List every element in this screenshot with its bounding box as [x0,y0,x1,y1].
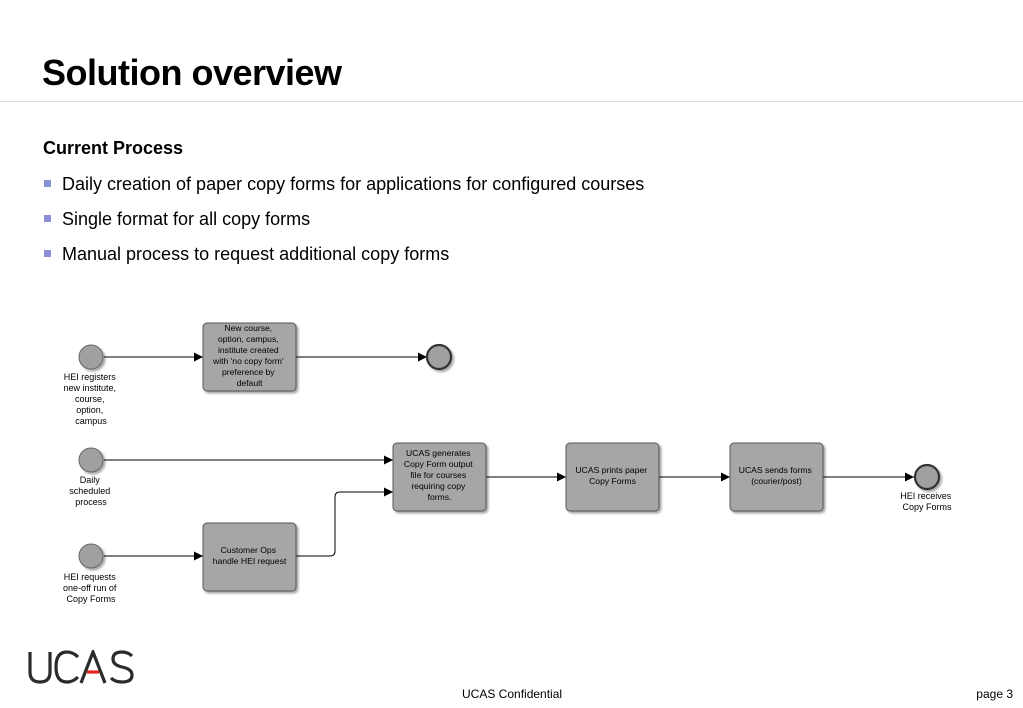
bullet-list: Daily creation of paper copy forms for a… [43,172,644,277]
event-label-line: Copy Forms [66,594,116,604]
footer-confidential: UCAS Confidential [462,687,563,701]
task-label-line: file for courses [410,470,466,480]
task-label-line: UCAS prints paper [575,465,647,475]
event-label-line: process [75,497,107,507]
page-number: page 3 [976,687,1013,701]
task-ucas-sends: UCAS sends forms (courier/post) [729,442,824,512]
bullet-marker-icon [44,250,51,257]
event-label-line: scheduled [69,486,110,496]
section-heading: Current Process [43,138,184,158]
svg-text:HEI requests one-off run: HEI requests one-off run of Copy Forms [63,572,119,604]
task-new-course-created: New course, option, campus, institute cr… [202,322,297,392]
ucas-logo [28,650,134,684]
svg-text:UCAS generates Copy Form: UCAS generates Copy Form output file for… [404,448,475,502]
connectors [104,352,914,561]
task-label-line: Customer Ops [221,545,276,555]
task-label-line: forms. [428,492,452,502]
task-ucas-prints: UCAS prints paper Copy Forms [565,442,660,512]
start-event-hei-requests: HEI requests one-off run of Copy Forms [63,543,119,604]
task-ucas-generates: UCAS generates Copy Form output file for… [392,442,487,512]
svg-text:UCAS prints paper Copy F: UCAS prints paper Copy Forms [575,465,649,486]
bullet-marker-icon [44,215,51,222]
bullet-item: Single format for all copy forms [43,207,644,242]
event-label-line: option, [76,405,103,415]
bullet-text: Daily creation of paper copy forms for a… [62,174,645,194]
event-label-line: campus [75,416,107,426]
task-label-line: New course, [224,323,272,333]
task-label-line: institute created [218,345,279,355]
bullet-text: Single format for all copy forms [62,209,311,229]
event-label-line: course, [75,394,105,404]
svg-text:New course, option, camp: New course, option, campus, institute cr… [212,323,286,388]
event-label-line: HEI requests [64,572,117,582]
process-flow-diagram: HEI registers new institute, course, opt… [63,322,954,604]
bullet-item: Manual process to request additional cop… [43,242,644,277]
bullet-marker-icon [44,180,51,187]
event-label-line: Copy Forms [902,502,952,512]
svg-text:HEI registers new instit: HEI registers new institute, course, opt… [63,372,118,426]
event-label-line: one-off run of [63,583,117,593]
task-label-line: preference by [222,367,275,377]
start-event-hei-registers: HEI registers new institute, course, opt… [63,344,118,426]
task-label-line: UCAS sends forms [739,465,812,475]
end-event-hei-receives: HEI receives Copy Forms [900,463,954,512]
task-customer-ops: Customer Ops handle HEI request [202,522,297,592]
svg-text:UCAS sends forms (courie: UCAS sends forms (courier/post) [739,465,814,486]
title-divider [0,101,1023,102]
task-label-line: UCAS generates [406,448,471,458]
task-label-line: Copy Forms [589,476,636,486]
task-label-line: default [237,378,263,388]
bullet-item: Daily creation of paper copy forms for a… [43,172,644,207]
page-title: Solution overview [42,52,342,93]
task-label-line: option, campus, [218,334,279,344]
bullet-text: Manual process to request additional cop… [62,244,450,264]
task-label-line: handle HEI request [213,556,287,566]
event-label-line: Daily [80,475,101,485]
task-label-line: (courier/post) [751,476,802,486]
start-event-daily-scheduled: Daily scheduled process [69,447,113,507]
connector-customer-ops-to-generates [296,487,393,557]
task-label-line: Copy Form output [404,459,473,469]
end-event-new-course [425,343,453,371]
event-label-line: new institute, [63,383,116,393]
svg-text:Daily scheduled pr: Daily scheduled process [69,475,113,507]
svg-text:HEI receives Copy Forms: HEI receives Copy Forms [900,491,954,512]
task-label-line: requiring copy [411,481,466,491]
event-label-line: HEI receives [900,491,952,501]
task-label-line: with 'no copy form' [212,356,284,366]
event-label-line: HEI registers [64,372,117,382]
svg-text:Customer Ops handle HEI: Customer Ops handle HEI request [213,545,287,566]
